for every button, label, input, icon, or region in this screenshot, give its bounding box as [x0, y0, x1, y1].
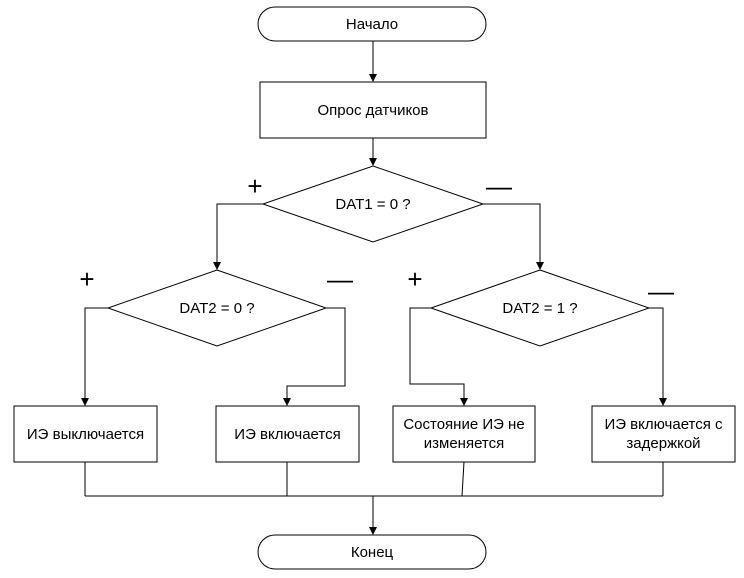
- decision2-right-yes-sign: +: [407, 263, 423, 294]
- decision2-left-yes-sign: +: [79, 263, 95, 294]
- start-label: Начало: [345, 15, 399, 33]
- decision2-right-no-sign: —: [648, 275, 674, 306]
- connector-decision1-no: [483, 203, 544, 270]
- decision1-diamond: [261, 165, 485, 243]
- end-terminator: [257, 534, 487, 570]
- connector-decision2l-yes: [81, 307, 108, 406]
- start-terminator: [257, 6, 487, 42]
- decision2-right-diamond: [429, 269, 651, 347]
- decision2-left-label: DAT2 = 0 ?: [179, 299, 255, 317]
- decision2-left-no-sign: —: [327, 263, 353, 294]
- outcome-delayed-label: ИЭ включается с задержкой: [592, 406, 735, 462]
- connector-decision1-yes: [213, 203, 263, 270]
- outcome-unchanged-label: Состояние ИЭ не изменяется: [393, 406, 535, 462]
- connector-decision2l-no: [283, 307, 346, 406]
- decision2-left-diamond: [106, 269, 328, 347]
- decision1-label: DAT1 = 0 ?: [335, 195, 411, 213]
- outcome-on-label: ИЭ включается: [234, 425, 341, 443]
- merge-drop-unchanged: [461, 461, 465, 497]
- outcome-delayed-line1: ИЭ включается с: [604, 416, 723, 433]
- outcome-unchanged-line2: изменяется: [423, 435, 505, 452]
- outcome-delayed-line2: задержкой: [626, 435, 701, 452]
- outcome-off-label: ИЭ выключается: [26, 425, 145, 443]
- decision1-yes-sign: +: [247, 170, 263, 201]
- connector-decision2r-no: [649, 307, 667, 406]
- poll-label: Опрос датчиков: [317, 101, 429, 119]
- decision2-right-label: DAT2 = 1 ?: [502, 299, 578, 317]
- connector-decision2r-yes: [409, 307, 468, 406]
- decision1-no-sign: —: [486, 170, 512, 201]
- end-label: Конец: [350, 543, 394, 561]
- outcome-unchanged-line1: Состояние ИЭ не: [403, 416, 525, 433]
